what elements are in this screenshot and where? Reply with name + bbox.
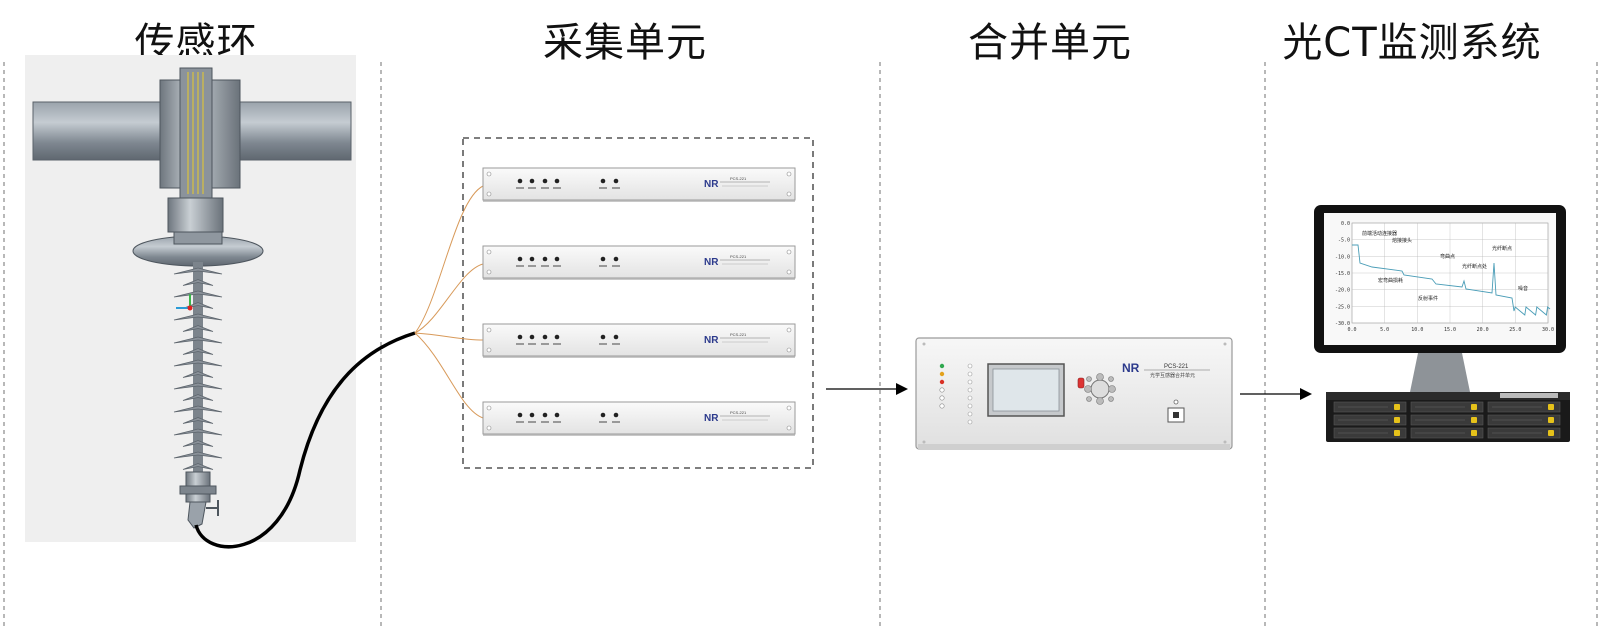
acquisition-unit-1: NR PCS-221 xyxy=(482,167,796,202)
insulator-column xyxy=(193,262,203,472)
acquisition-unit-model: PCS-221 xyxy=(730,410,747,415)
acquisition-unit-brand: NR xyxy=(704,257,719,268)
status-led xyxy=(554,256,560,262)
screen-y-tick: -5.0 xyxy=(1338,238,1350,244)
merging-unit-model: PCS-221 xyxy=(1164,364,1189,370)
screen-annotation: 熔接接头 xyxy=(1392,237,1412,244)
sensor-cable xyxy=(194,331,416,549)
acquisition-unit-3: NR PCS-221 xyxy=(482,323,796,358)
drive-led xyxy=(1394,404,1400,410)
status-led xyxy=(542,334,548,340)
acquisition-unit-brand: NR xyxy=(704,413,719,424)
merging-unit-brand: NR xyxy=(1122,361,1140,375)
merging-unit-chassis xyxy=(915,337,1233,450)
fiber-4 xyxy=(414,332,484,419)
screen-y-tick: -25.0 xyxy=(1335,304,1350,310)
status-led xyxy=(554,334,560,340)
screen-x-tick: 30.0 xyxy=(1542,327,1554,333)
fiber-2 xyxy=(414,263,484,334)
screen-x-tick: 10.0 xyxy=(1411,327,1423,333)
drive-led xyxy=(1394,430,1400,436)
drive-led xyxy=(1548,430,1554,436)
drive-led xyxy=(1548,404,1554,410)
screen-x-tick: 25.0 xyxy=(1509,327,1521,333)
screen-annotation: 前端活动连接器 xyxy=(1362,230,1397,237)
screen-y-tick: -10.0 xyxy=(1335,254,1350,260)
title-merging-unit: 合并单元 xyxy=(968,20,1132,66)
status-led xyxy=(613,412,619,418)
acquisition-unit-2: NR PCS-221 xyxy=(482,245,796,280)
insulator-sheds xyxy=(173,267,223,470)
acquisition-unit-model: PCS-221 xyxy=(730,176,747,181)
screen-annotation: 反射事件 xyxy=(1418,295,1438,302)
monitor-stand xyxy=(1410,353,1470,392)
status-led xyxy=(517,412,523,418)
status-led xyxy=(517,256,523,262)
title-acquisition-unit: 采集单元 xyxy=(543,20,707,66)
acquisition-unit-4: NR PCS-221 xyxy=(482,401,796,436)
server-drive-bays xyxy=(1333,401,1561,439)
screen-x-tick: 5.0 xyxy=(1380,327,1389,333)
screen-annotation: 弯曲点 xyxy=(1440,253,1455,260)
status-led xyxy=(600,178,606,184)
screen-x-tick: 0.0 xyxy=(1347,327,1356,333)
status-led xyxy=(517,178,523,184)
merging-unit-subtitle: 光学互感器合并单元 xyxy=(1150,372,1195,379)
acquisition-unit-brand: NR xyxy=(704,179,719,190)
screen-annotation: 噪音 xyxy=(1518,285,1528,292)
status-led xyxy=(600,412,606,418)
title-monitoring-system: 光CT监测系统 xyxy=(1282,20,1542,66)
status-led xyxy=(529,178,535,184)
status-led xyxy=(554,178,560,184)
ring-core xyxy=(179,67,213,199)
drive-led xyxy=(1471,430,1477,436)
acquisition-unit-model: PCS-221 xyxy=(730,254,747,259)
screen-x-tick: 15.0 xyxy=(1444,327,1456,333)
screen-x-tick: 20.0 xyxy=(1477,327,1489,333)
status-led xyxy=(613,178,619,184)
acquisition-unit-brand: NR xyxy=(704,335,719,346)
merging-unit-leds xyxy=(939,363,945,409)
screen-y-tick: -30.0 xyxy=(1335,321,1350,327)
merging-unit-led-column-2 xyxy=(967,363,973,425)
drive-led xyxy=(1394,417,1400,423)
otdr-trace xyxy=(1352,244,1551,316)
fiber-1 xyxy=(414,185,484,334)
drive-led xyxy=(1471,404,1477,410)
screen-y-tick: 0.0 xyxy=(1341,221,1350,227)
section-dividers xyxy=(3,62,1598,628)
sensor-ring-illustration xyxy=(25,55,356,542)
status-led xyxy=(613,256,619,262)
fiber-3 xyxy=(414,332,484,341)
status-led xyxy=(529,412,535,418)
status-led xyxy=(542,256,548,262)
status-led xyxy=(542,412,548,418)
merging-unit-keypad xyxy=(1077,373,1116,405)
drive-led xyxy=(1471,417,1477,423)
status-led xyxy=(542,178,548,184)
screen-annotation: 光纤断点 xyxy=(1492,245,1512,252)
screen-y-tick: -15.0 xyxy=(1335,271,1350,277)
screen-annotation: 宏弯曲损耗 xyxy=(1378,277,1403,284)
status-led xyxy=(613,334,619,340)
drive-led xyxy=(1548,417,1554,423)
status-led xyxy=(600,334,606,340)
status-led xyxy=(517,334,523,340)
acquisition-unit-model: PCS-221 xyxy=(730,332,747,337)
status-led xyxy=(554,412,560,418)
screen-annotation: 光纤断点处 xyxy=(1462,263,1487,270)
status-led xyxy=(600,256,606,262)
ring-base xyxy=(167,197,224,233)
merging-unit-device: NR PCS-221 光学互感器合并单元 xyxy=(915,337,1233,450)
optical-fibers xyxy=(414,185,484,419)
screen-y-tick: -20.0 xyxy=(1335,288,1350,294)
status-led xyxy=(529,256,535,262)
status-led xyxy=(529,334,535,340)
